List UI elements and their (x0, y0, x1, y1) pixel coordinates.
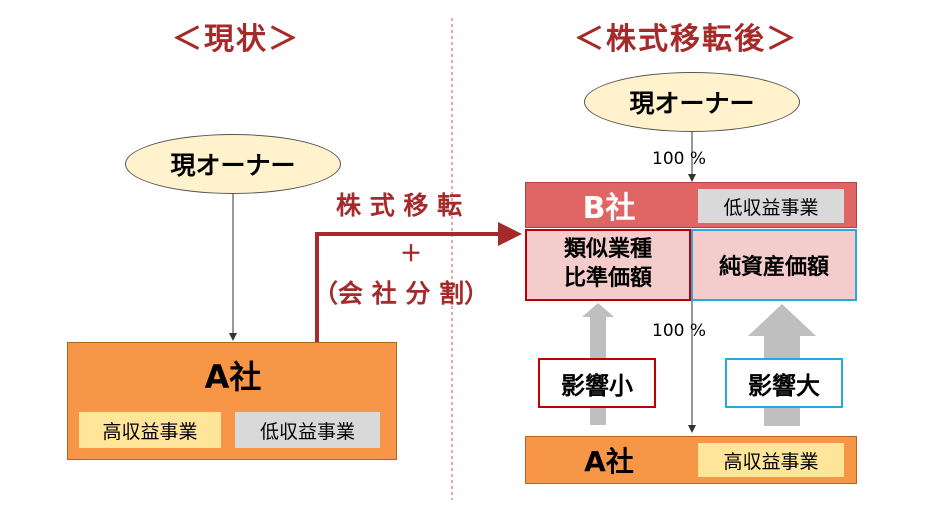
transfer-label: 株 式 移 転 (336, 191, 463, 220)
company-b-low-business-tag: 低収益事業 (698, 189, 844, 223)
transfer-split-label: （会 社 分 割） (313, 279, 490, 308)
transfer-arrow (315, 222, 522, 342)
similar-valuation-line2: 比準価額 (563, 266, 652, 291)
right-company-a-label: A社 (584, 445, 634, 478)
left-company-a-label: A社 (204, 358, 262, 396)
right-company-a-box: A社 高収益事業 (525, 436, 857, 484)
small-impact-box: 影響小 (538, 358, 656, 408)
similar-industry-valuation-box: 類似業種 比準価額 (525, 229, 691, 301)
current-state-heading: ＜現状＞ (172, 22, 300, 57)
left-high-business-tag: 高収益事業 (79, 412, 221, 448)
right-owner-ellipse: 現オーナー (584, 72, 800, 132)
left-owner-ellipse: 現オーナー (125, 134, 341, 194)
left-low-business-tag: 低収益事業 (235, 412, 380, 448)
transfer-plus: ＋ (400, 242, 423, 267)
net-asset-valuation-box: 純資産価額 (691, 229, 857, 301)
company-b-box: B社 低収益事業 (525, 182, 857, 228)
company-b-label: B社 (582, 191, 636, 226)
middle-percentage: 100 % (652, 321, 707, 341)
left-company-a-box: A社 高収益事業 低収益事業 (67, 342, 397, 460)
right-high-business-tag: 高収益事業 (698, 443, 844, 477)
large-impact-box: 影響大 (725, 358, 843, 408)
after-transfer-heading: ＜株式移転後＞ (574, 22, 798, 57)
top-percentage: 100 % (652, 149, 707, 169)
similar-valuation-line1: 類似業種 (563, 237, 652, 263)
